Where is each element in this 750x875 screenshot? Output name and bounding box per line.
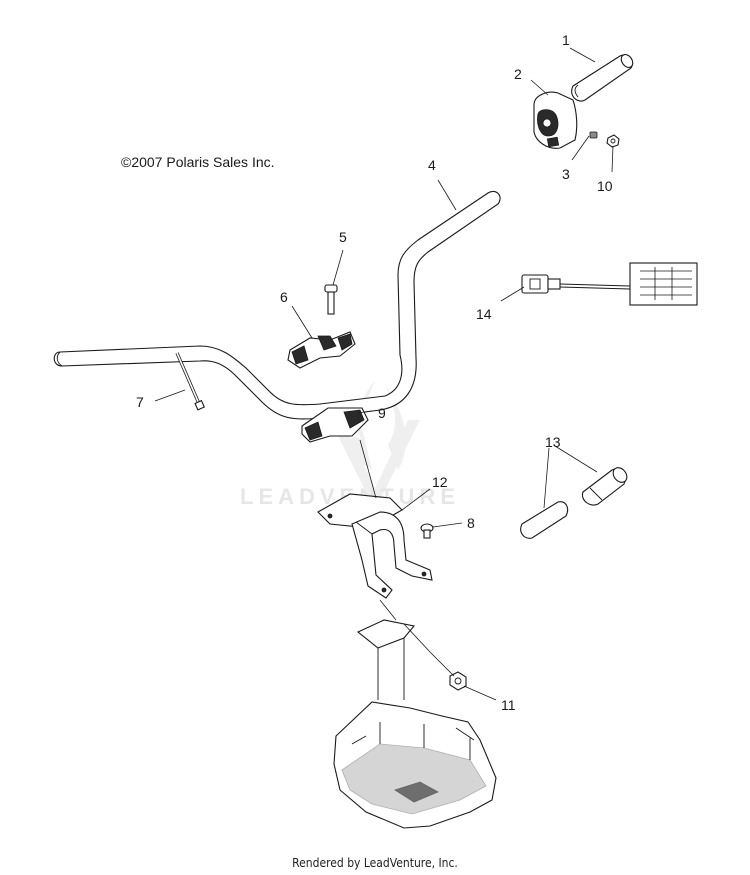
callout-2: 2 [514, 66, 522, 82]
steering-mount-housing [333, 619, 497, 829]
callout-5: 5 [339, 229, 347, 245]
copyright-text: ©2007 Polaris Sales Inc. [121, 154, 275, 170]
part-5-bolt[interactable] [324, 284, 338, 315]
callout-1: 1 [562, 32, 570, 48]
part-1-grip[interactable] [571, 52, 635, 102]
part-13-switch[interactable] [581, 465, 629, 506]
callout-labels: 1 2 3 10 4 5 6 14 7 9 13 12 8 11 [136, 32, 613, 713]
callout-11: 11 [501, 697, 516, 713]
callout-7: 7 [136, 394, 144, 410]
footer-credit: Rendered by LeadVenture, Inc. [292, 856, 458, 870]
part-2-throttle-housing[interactable] [533, 91, 578, 149]
part-7-long-bolt[interactable] [175, 352, 206, 411]
part-9-lower-clamp[interactable] [301, 407, 369, 443]
part-8-screw[interactable] [420, 523, 434, 539]
part-10-nut[interactable] [606, 134, 620, 148]
leader-lines [154, 47, 614, 701]
part-11-nut[interactable] [449, 671, 467, 691]
callout-13: 13 [545, 434, 561, 450]
callout-4: 4 [428, 157, 436, 173]
part-3-screw[interactable] [589, 131, 598, 139]
callout-12: 12 [432, 474, 448, 490]
callout-3: 3 [562, 166, 570, 182]
part-13-sleeve[interactable] [520, 501, 569, 539]
part-14-grip-heater[interactable] [521, 262, 698, 306]
callout-9: 9 [378, 405, 386, 421]
part-6-upper-clamp[interactable] [287, 331, 356, 369]
part-4-handlebar[interactable] [53, 190, 501, 420]
callout-8: 8 [467, 515, 475, 531]
part-12-bracket[interactable] [317, 493, 433, 599]
callout-14: 14 [476, 306, 492, 322]
callout-6: 6 [280, 289, 288, 305]
callout-10: 10 [597, 178, 613, 194]
